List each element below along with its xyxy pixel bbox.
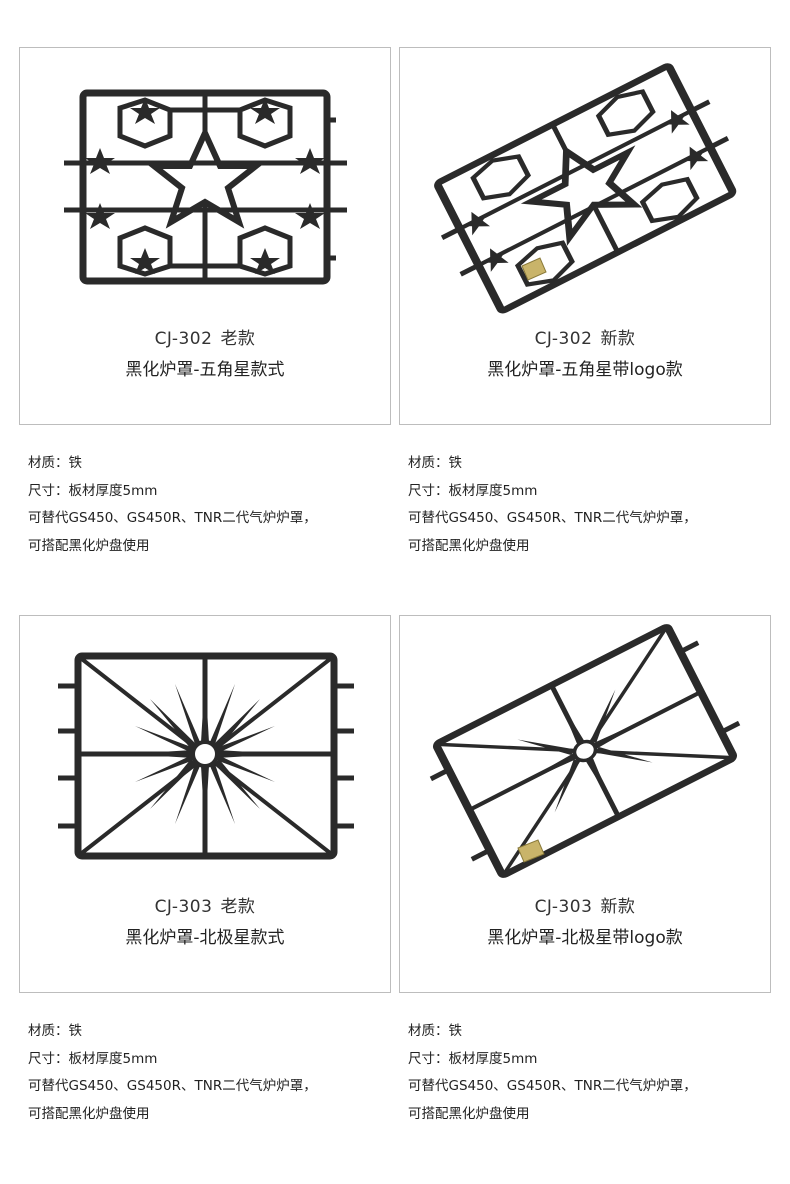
spec-block-cj302-old: 材质：铁 尺寸：板材厚度5mm 可替代GS450、GS450R、TNR二代气炉炉…	[28, 450, 317, 560]
product-image-cj302-new	[400, 48, 770, 318]
model-number: CJ-303	[534, 897, 593, 917]
product-name: 黑化炉罩-北极星带logo款	[487, 928, 683, 948]
spec-size: 尺寸：板材厚度5mm	[408, 482, 538, 499]
product-image-cj303-new	[400, 616, 770, 886]
spec-size: 尺寸：板材厚度5mm	[408, 1050, 538, 1067]
model-number: CJ-302	[154, 329, 213, 349]
spec-material: 材质：铁	[408, 455, 462, 471]
spec-compat: 可替代GS450、GS450R、TNR二代气炉炉罩，	[28, 1078, 317, 1094]
spec-material: 材质：铁	[408, 1023, 462, 1039]
model-number: CJ-302	[534, 329, 593, 349]
spec-block-cj303-new: 材质：铁 尺寸：板材厚度5mm 可替代GS450、GS450R、TNR二代气炉炉…	[408, 1018, 697, 1128]
version-label: 老款	[220, 897, 256, 917]
spec-compat-2: 可搭配黑化炉盘使用	[28, 1105, 150, 1122]
version-label: 老款	[220, 329, 256, 349]
product-caption: CJ-303 新款 黑化炉罩-北极星带logo款	[400, 892, 770, 948]
model-number: CJ-303	[154, 897, 213, 917]
product-name: 黑化炉罩-五角星带logo款	[487, 360, 683, 380]
logo-badge	[521, 257, 547, 281]
logo-badge	[517, 839, 545, 863]
version-label: 新款	[600, 897, 636, 917]
spec-block-cj303-old: 材质：铁 尺寸：板材厚度5mm 可替代GS450、GS450R、TNR二代气炉炉…	[28, 1018, 317, 1128]
spec-material: 材质：铁	[28, 1023, 82, 1039]
product-card-cj303-new: CJ-303 新款 黑化炉罩-北极星带logo款	[399, 615, 771, 993]
product-card-cj302-new: CJ-302 新款 黑化炉罩-五角星带logo款	[399, 47, 771, 425]
product-caption: CJ-303 老款 黑化炉罩-北极星款式	[20, 892, 390, 948]
product-image-cj303-old	[20, 616, 390, 886]
spec-compat-2: 可搭配黑化炉盘使用	[408, 1105, 530, 1122]
spec-compat-2: 可搭配黑化炉盘使用	[28, 537, 150, 554]
spec-compat: 可替代GS450、GS450R、TNR二代气炉炉罩，	[28, 510, 317, 526]
product-caption: CJ-302 老款 黑化炉罩-五角星款式	[20, 324, 390, 380]
spec-block-cj302-new: 材质：铁 尺寸：板材厚度5mm 可替代GS450、GS450R、TNR二代气炉炉…	[408, 450, 697, 560]
product-card-cj303-old: CJ-303 老款 黑化炉罩-北极星款式	[19, 615, 391, 993]
north-star-rays	[127, 676, 283, 832]
product-image-cj302-old	[20, 48, 390, 318]
spec-compat: 可替代GS450、GS450R、TNR二代气炉炉罩，	[408, 510, 697, 526]
product-name: 黑化炉罩-北极星款式	[125, 928, 285, 948]
spec-material: 材质：铁	[28, 455, 82, 471]
product-name: 黑化炉罩-五角星款式	[125, 360, 285, 380]
spec-compat: 可替代GS450、GS450R、TNR二代气炉炉罩，	[408, 1078, 697, 1094]
spec-size: 尺寸：板材厚度5mm	[28, 1050, 158, 1067]
spec-size: 尺寸：板材厚度5mm	[28, 482, 158, 499]
version-label: 新款	[600, 329, 636, 349]
product-caption: CJ-302 新款 黑化炉罩-五角星带logo款	[400, 324, 770, 380]
product-card-cj302-old: CJ-302 老款 黑化炉罩-五角星款式	[19, 47, 391, 425]
spec-compat-2: 可搭配黑化炉盘使用	[408, 537, 530, 554]
